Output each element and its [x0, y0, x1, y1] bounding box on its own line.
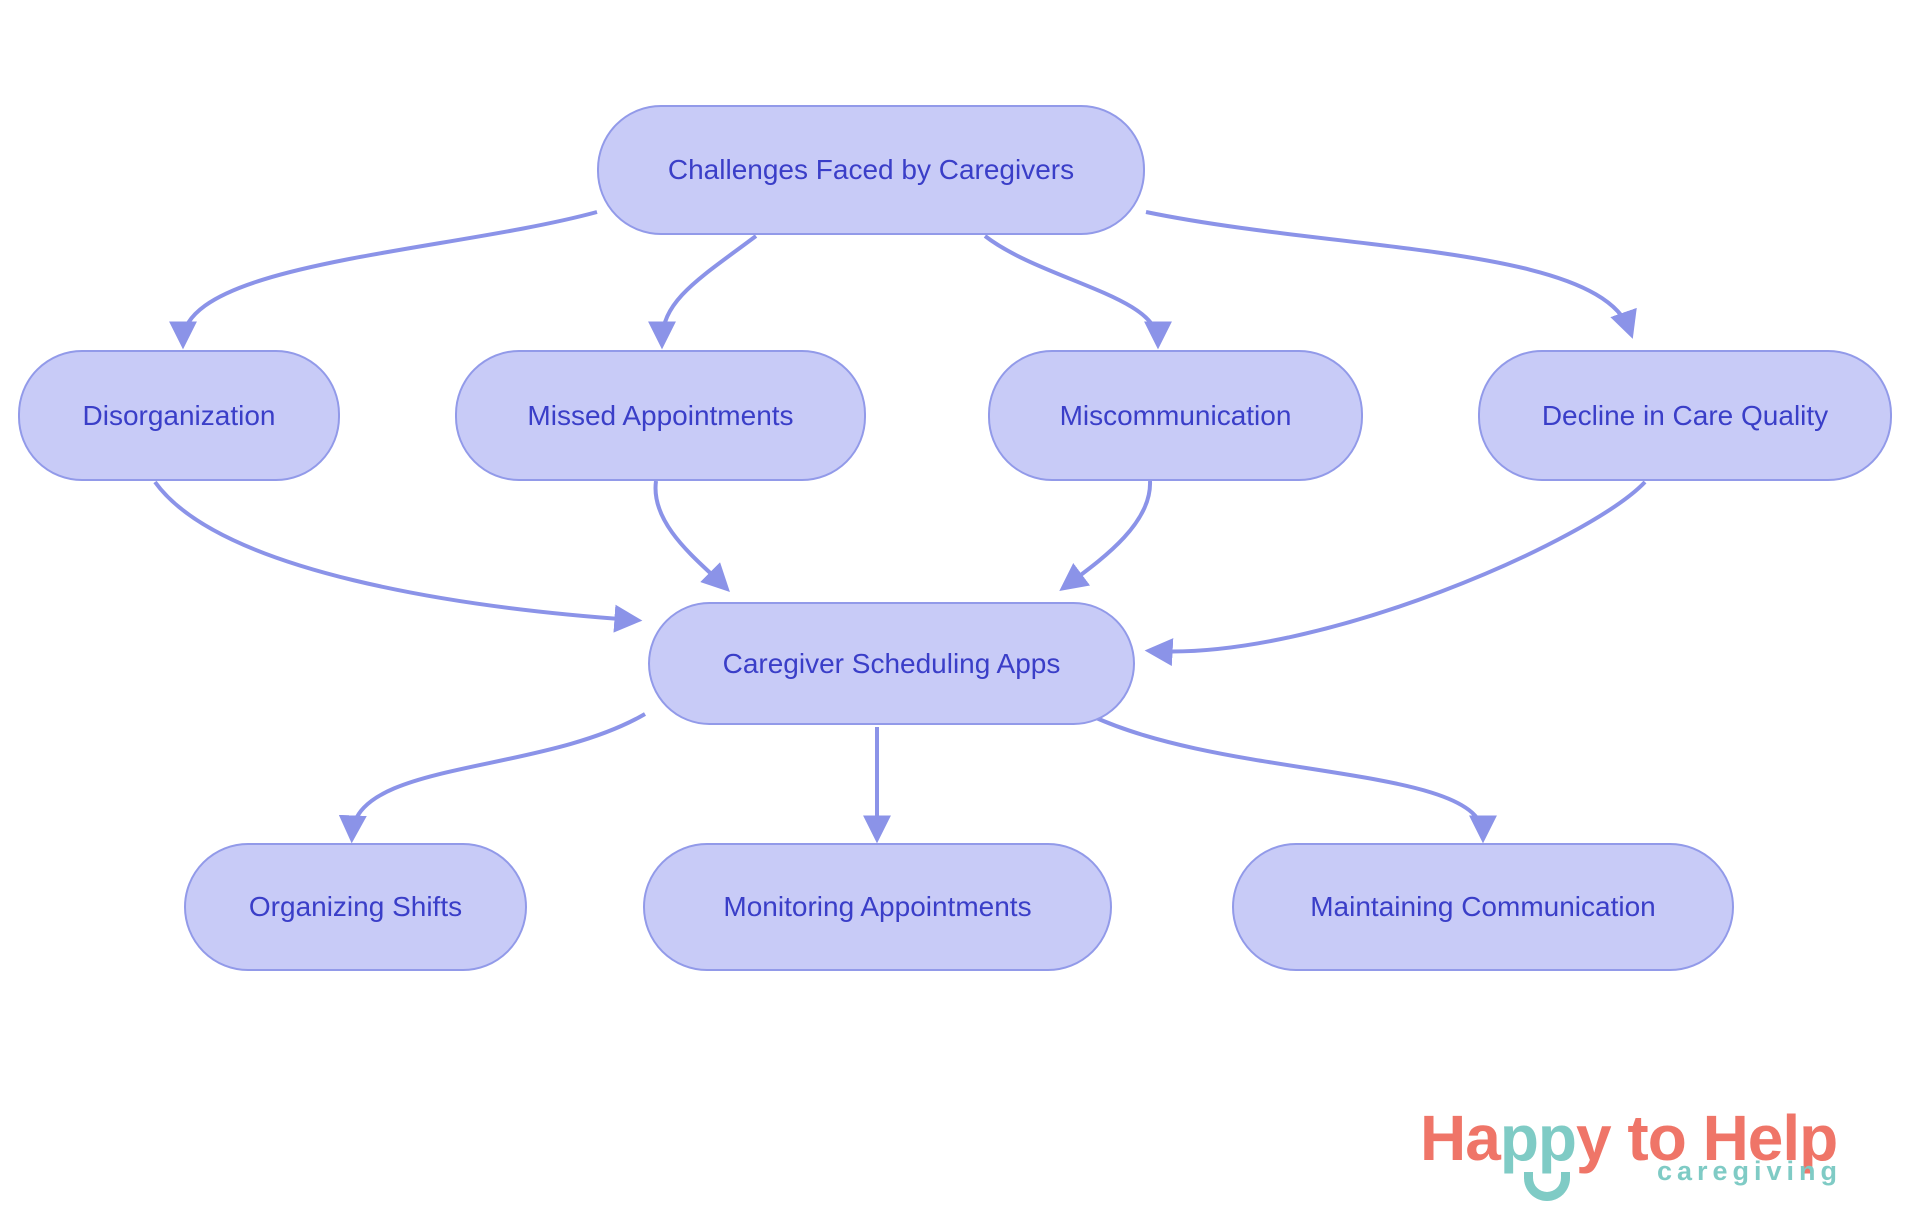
node-organizing: Organizing Shifts: [184, 843, 527, 971]
edge-challenges-to-disorganization: [169, 210, 598, 350]
node-monitoring: Monitoring Appointments: [643, 843, 1112, 971]
logo-tagline: caregiving: [1656, 1156, 1842, 1186]
node-label: Missed Appointments: [527, 399, 794, 431]
node-miscommunication: Miscommunication: [988, 350, 1363, 481]
edge-apps-to-organizing: [338, 712, 647, 844]
node-maintaining: Maintaining Communication: [1232, 843, 1734, 971]
logo-text-ha: Ha: [1420, 1102, 1501, 1174]
logo-text-y-to-help: y to Help: [1576, 1102, 1838, 1174]
node-label: Caregiver Scheduling Apps: [722, 647, 1061, 679]
edge-disorganization-to-apps: [153, 480, 643, 633]
node-apps: Caregiver Scheduling Apps: [648, 602, 1135, 725]
node-label: Disorganization: [82, 399, 276, 431]
node-label: Decline in Care Quality: [1541, 399, 1829, 431]
node-missed: Missed Appointments: [455, 350, 866, 481]
smile-icon: [1524, 1172, 1570, 1201]
edge-apps-to-maintaining: [1091, 714, 1497, 844]
edge-challenges-to-missed: [648, 234, 758, 350]
edge-challenges-to-decline: [1145, 210, 1637, 339]
edge-challenges-to-miscommunication: [983, 234, 1172, 350]
node-label: Monitoring Appointments: [723, 891, 1032, 922]
happy-to-help-logo: Happy to Help caregiving: [1420, 1106, 1890, 1206]
node-label: Miscommunication: [1059, 399, 1292, 431]
node-disorganization: Disorganization: [18, 350, 340, 481]
edge-miscommunication-to-apps: [1059, 480, 1153, 592]
edge-missed-to-apps: [653, 480, 730, 592]
logo-wordmark: Happy to Help: [1420, 1106, 1890, 1170]
node-challenges: Challenges Faced by Caregivers: [597, 105, 1145, 235]
node-label: Challenges Faced by Caregivers: [667, 154, 1075, 185]
node-label: Maintaining Communication: [1310, 891, 1656, 922]
node-label: Organizing Shifts: [248, 891, 463, 922]
edge-decline-to-apps: [1144, 480, 1647, 667]
logo-text-pp: pp: [1499, 1102, 1577, 1174]
node-decline: Decline in Care Quality: [1478, 350, 1892, 481]
